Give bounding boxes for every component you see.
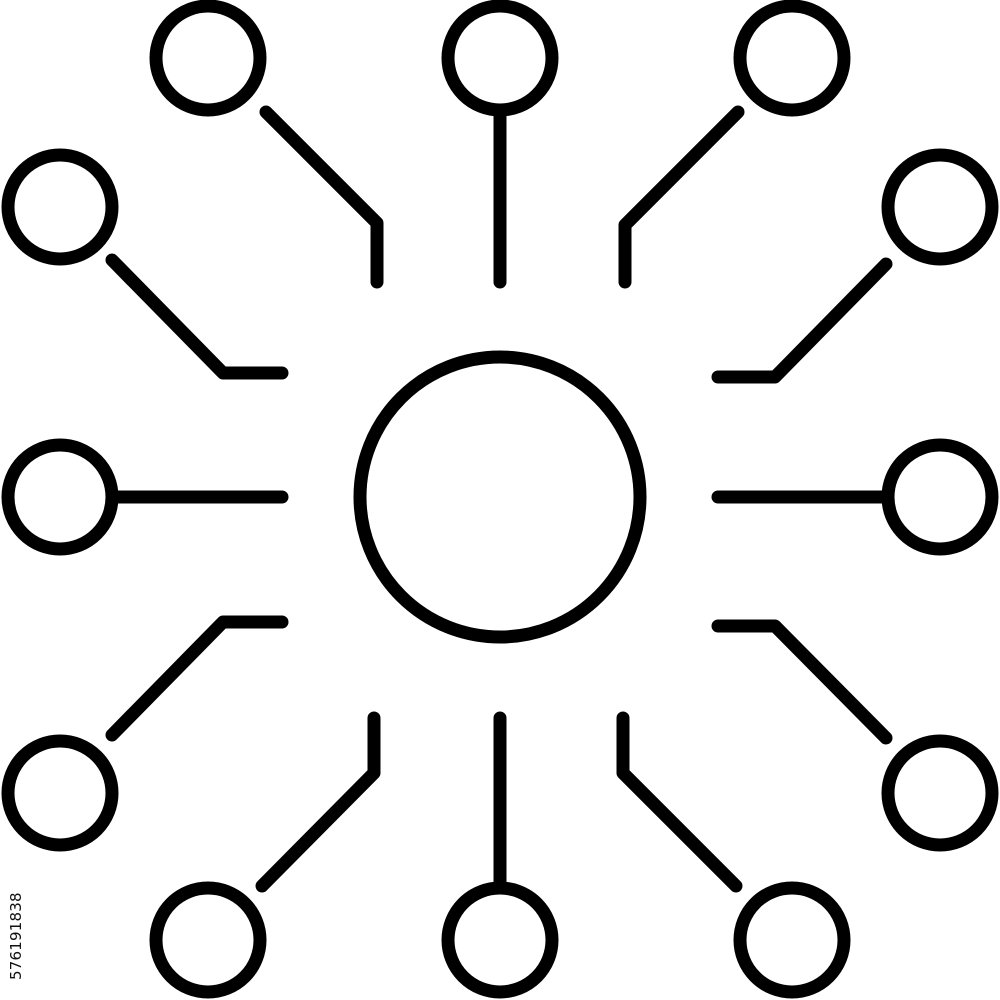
connector-bottom-right-line [616,711,743,893]
node-lower-right-circle [881,734,999,852]
connector-top-right-line [618,105,745,289]
node-top-circle [441,0,559,117]
node-bottom-left-circle [149,881,267,999]
connector-top-left-line [259,105,384,289]
stock-image-id: 576191838 [7,892,25,980]
connector-upper-left-line [105,253,289,380]
node-top-right-circle [733,0,851,117]
node-lower-left-circle [1,734,119,852]
node-left-circle [1,438,119,556]
connector-lower-right-line [711,619,893,745]
node-right-circle [881,438,999,556]
node-top-left-circle [149,0,267,117]
node-bottom-right-circle [733,881,851,999]
central-hub-circle [353,350,647,644]
connector-bottom-left-line [255,711,381,893]
node-upper-right-circle [881,148,999,266]
node-upper-left-circle [1,148,119,266]
connector-lower-left-line [105,615,289,742]
node-bottom-circle [441,881,559,999]
connector-upper-right-line [711,257,893,384]
